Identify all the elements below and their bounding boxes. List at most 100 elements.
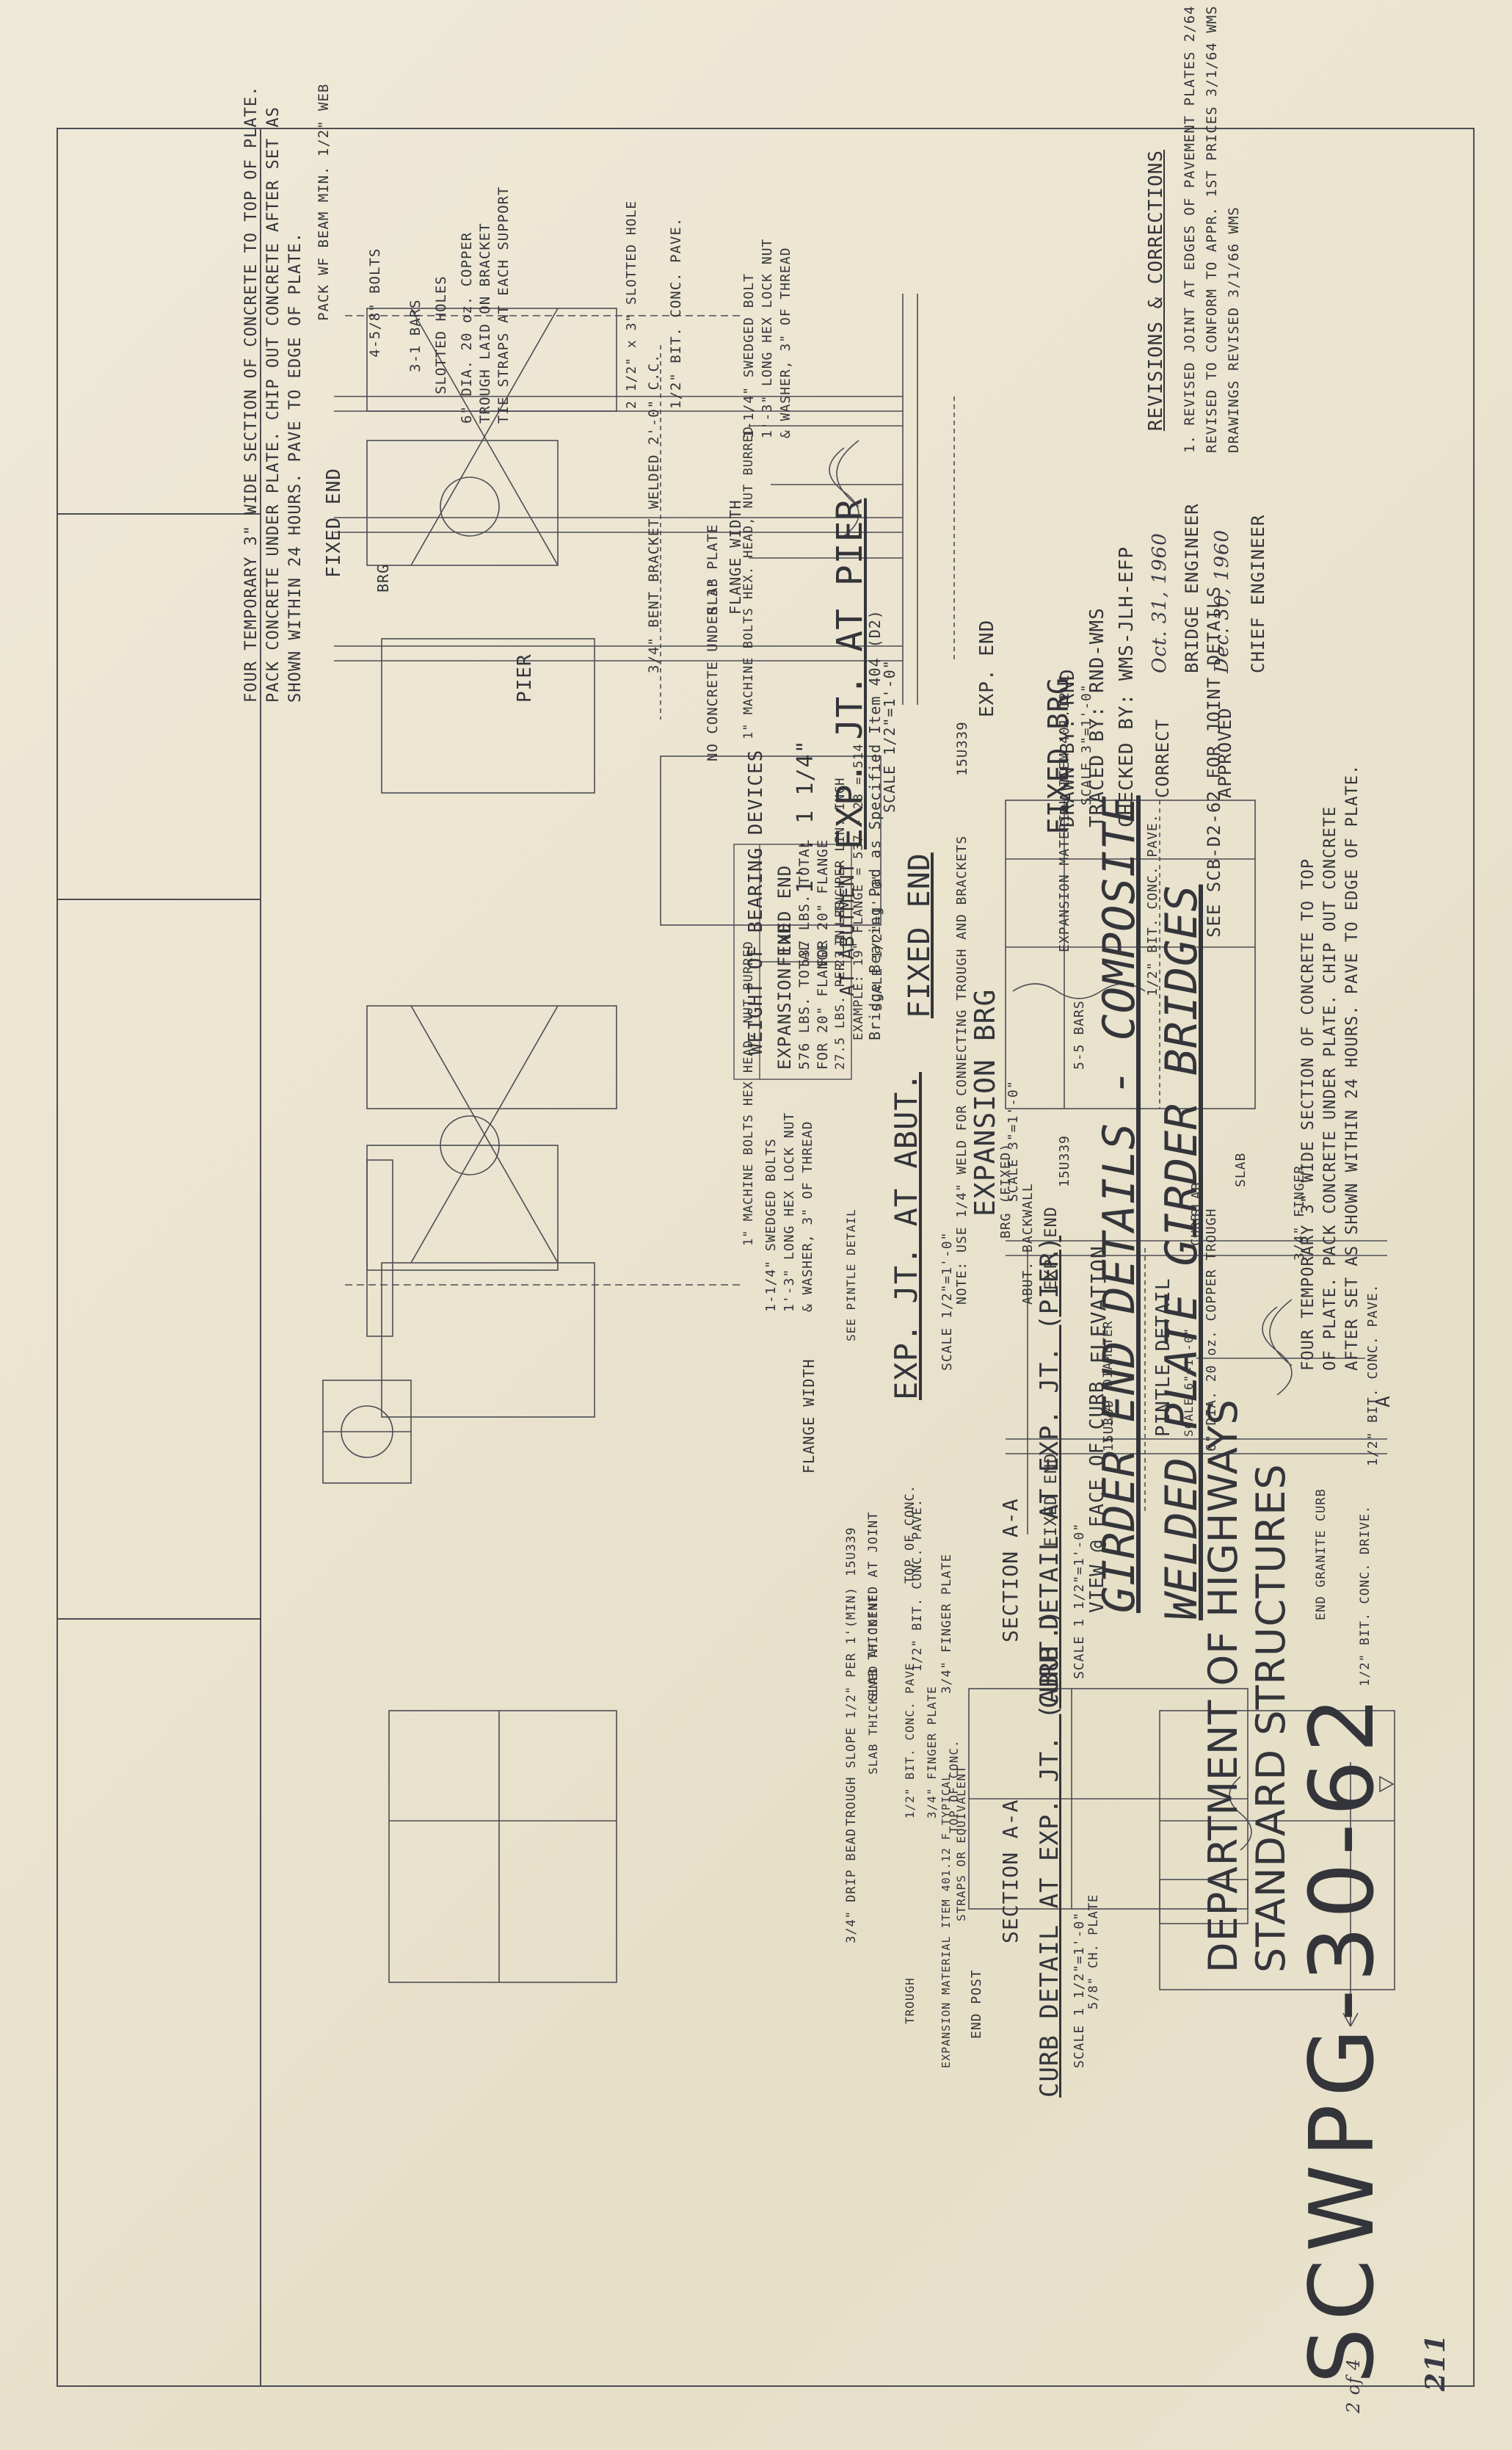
exp-jt-pier-linework <box>334 294 955 720</box>
expansion-brg-label: 1-1/4" SWEDGED BOLTS <box>763 1138 779 1312</box>
curb-abut-title: CURB DETAIL AT EXP. JT. (ABUT.) <box>1035 1609 1064 2098</box>
exp-jt-abut-label: 1/2" BIT. CONC. PAVE. <box>1365 1283 1381 1466</box>
checked-by: CHECKED BY: WMS-JLH-EFP <box>1116 546 1138 827</box>
curb-abut-label: EXPANSION MATERIAL ITEM 401.12 F TYPICAL <box>939 1773 953 2068</box>
handwritten-mark: 211 <box>1420 2333 1451 2391</box>
pier-note-1: FOUR TEMPORARY 3" WIDE SECTION OF CONCRE… <box>242 85 261 703</box>
curb-abut-section: SECTION A-A <box>998 1799 1022 1943</box>
pier-label-item: 4-5/8" BOLTS <box>367 247 383 358</box>
abutment-subtitle: AT ABUTMENT <box>837 861 859 996</box>
department-line2: STANDARD STRUCTURES <box>1248 1463 1294 1973</box>
revision-item: REVISED TO CONFORM TO APPR. 1ST PRICES 3… <box>1204 5 1220 453</box>
abut-note-2: OF PLATE. PACK CONCRETE UNDER PLATE. CHI… <box>1321 805 1340 1371</box>
pier-exp-end: EXP. END <box>976 619 998 717</box>
curb-abut-label: 1/2" BIT. CONC. PAVE. <box>903 1654 917 1819</box>
exp-jt-abut-title: EXP. JT. AT ABUT. <box>888 1072 924 1400</box>
weight-cell: FOR 20" FLANGE <box>815 941 831 1070</box>
exp-jt-abut-linework <box>1006 1240 1387 1534</box>
exp-jt-abut-label: 3/4" FINGER <box>1292 1164 1307 1261</box>
curb-elevation-label: CURB <box>1189 1213 1204 1246</box>
curb-pier-label: 15U339 <box>844 1526 859 1576</box>
curb-abut-label: STRAPS OR EQUIVALENT <box>954 1765 968 1921</box>
signature-date-1: Oct. 31, 1960 <box>1149 532 1171 673</box>
expansion-brg-title: EXPANSION BRG <box>969 988 1001 1217</box>
weight-table-grid <box>733 844 852 1080</box>
revisions-heading: REVISIONS & CORRECTIONS <box>1145 149 1167 431</box>
pier-label-item: TROUGH LAID ON BRACKET <box>477 222 493 424</box>
pier-label-item: SLOTTED HOLES <box>433 275 449 394</box>
pier-label-item: 3-1 BARS <box>407 299 424 372</box>
revision-item: 1. REVISED JOINT AT EDGES OF PAVEMENT PL… <box>1182 5 1198 453</box>
curb-pier-label: TOP OF CONC. <box>903 1485 917 1584</box>
correct-label: CORRECT <box>1152 718 1173 798</box>
bridge-engineer-label: BRIDGE ENGINEER <box>1182 503 1202 673</box>
abutment-label: 5-5 BARS <box>1072 1000 1087 1070</box>
revision-item: DRAWINGS REVISED 3/1/66 WMS <box>1226 206 1242 453</box>
curb-abut-label: SLAB THICKENED AT JOINT <box>866 1595 880 1775</box>
curb-abut-label: TROUGH <box>903 1977 917 2024</box>
pier-note-2: PACK CONCRETE UNDER PLATE. CHIP OUT CONC… <box>264 106 283 703</box>
exp-jt-abut-label: SLAB <box>1233 1152 1249 1187</box>
abutment-linework <box>1005 800 1256 1109</box>
expansion-brg-label: 1'-3" LONG HEX LOCK NUT <box>782 1112 797 1312</box>
curb-elevation-title: ELEVATION <box>1086 1245 1111 1363</box>
bearing-linework <box>345 308 882 1418</box>
abutment-fixed-title: FIXED END <box>903 852 937 1018</box>
curb-linework <box>388 1688 1395 2027</box>
fixed-brg-label: 1" MACHINE BOLTS HEX. HEAD, NUT BURRED <box>741 426 756 739</box>
pier-label-item: TIE STRAPS AT EACH SUPPORT <box>495 186 512 424</box>
curb-pier-scale: SCALE 1 1/2"=1'-0" <box>1072 1522 1087 1679</box>
sheet-of: 2 of 4 <box>1343 2357 1364 2413</box>
pintle-linework <box>322 1380 412 1484</box>
weight-cell: 576 LBS. TOTAL <box>796 941 813 1070</box>
expansion-brg-label: Bridge Bearing Pad as Specified Item 404… <box>866 609 884 1040</box>
pier-label-item: 1/2" BIT. CONC. PAVE. <box>668 217 684 409</box>
weight-col-expansion: EXPANSION END <box>774 922 795 1070</box>
expansion-brg-label: & WASHER, 3" OF THREAD <box>800 1120 815 1312</box>
expansion-brg-label: SEE PINTLE DETAIL <box>844 1208 858 1341</box>
curb-pier-label: 3/4" FINGER PLATE <box>939 1554 954 1694</box>
section-arrow-label: A <box>1373 1395 1395 1407</box>
exp-jt-abut-label: 6" DIA. 20 oz. COPPER TROUGH <box>1204 1208 1219 1451</box>
pier-fixed-end: FIXED END <box>323 468 345 578</box>
exp-jt-abut-scale: SCALE 1/2"=1'-0" <box>939 1231 955 1371</box>
abut-note-3: AFTER SET AS SHOWN WITHIN 24 HOURS. PAVE… <box>1343 764 1362 1371</box>
pintle-title: PINTLE DETAIL <box>1152 1277 1174 1438</box>
pier-note-3: SHOWN WITHIN 24 HOURS. PAVE TO EDGE OF P… <box>286 231 305 703</box>
pier-label: PIER <box>514 653 536 703</box>
curb-pier-section: SECTION A-A <box>998 1498 1022 1642</box>
pier-label-item: 15U339 <box>954 721 970 776</box>
fixed-brg-label: 1-1/4" SWEDGED BOLT <box>741 273 757 438</box>
curb-elevation-exp-end: EXP. END <box>1042 1206 1061 1290</box>
abutment-label: 1/2" BIT. CONC. PAVE. <box>1145 813 1160 996</box>
pier-label-item: 3/4" BENT BRACKET WELDED 2'-0" C.C. <box>646 353 662 673</box>
curb-abut-scale: SCALE 1 1/2"=1'-0" <box>1072 1911 1087 2068</box>
fixed-brg-label: 1'-3" LONG HEX LOCK NUT <box>760 238 775 438</box>
pier-label-item: 6" DIA. 20 oz. COPPER <box>459 231 475 424</box>
fixed-brg-label: & WASHER, 3" OF THREAD <box>778 247 793 438</box>
pier-label-item: NO CONCRETE UNDER 3" PLATE <box>705 523 721 761</box>
exp-jt-abut-label: ABUT. BACKWALL <box>1020 1183 1036 1305</box>
curb-pier-label: 3/4" DRIP BEAD <box>844 1827 859 1943</box>
curb-elevation-label: END GRANITE CURB <box>1314 1488 1329 1620</box>
pier-label-item: PACK WF BEAM MIN. 1/2" WEB <box>316 83 332 321</box>
abutment-label: SLAB <box>1189 1181 1204 1217</box>
pintle-scale: SCALE 6"=1'-0" <box>1182 1327 1196 1437</box>
chief-engineer-label: CHIEF ENGINEER <box>1248 514 1268 673</box>
pier-brg: BRG <box>374 563 392 592</box>
sheet-number: SCWPG-30-62 <box>1292 1689 1394 2384</box>
sheet-border <box>57 128 1475 2387</box>
expansion-brg-label: 1" MACHINE BOLTS HEX HEAD, NUT BURRED <box>741 941 756 1246</box>
fixed-brg-label: 2 1/2" x 3" SLOTTED HOLE <box>624 200 639 409</box>
abutment-label: EXPANSION MATERIAL ITEM 401.12 C <box>1057 674 1072 952</box>
curb-elevation-note: NOTE: USE 1/4" WELD FOR CONNECTING TROUG… <box>954 835 970 1305</box>
abutment-see-note: SEE SCB-D2-62 FOR JOINT DETAILS <box>1204 586 1224 938</box>
curb-pier-label: 5/8" CH. PLATE <box>1086 1893 1101 2009</box>
expansion-brg-label: FLANGE WIDTH <box>800 1358 818 1474</box>
curb-elevation-fixed-end: FIXED END <box>1042 1452 1061 1547</box>
drawing-title-line2: WELDED PLATE GIRDER BRIDGES <box>1156 884 1207 1620</box>
expansion-brg-scale: SCALE 3"=1'-0" <box>1006 1080 1021 1202</box>
